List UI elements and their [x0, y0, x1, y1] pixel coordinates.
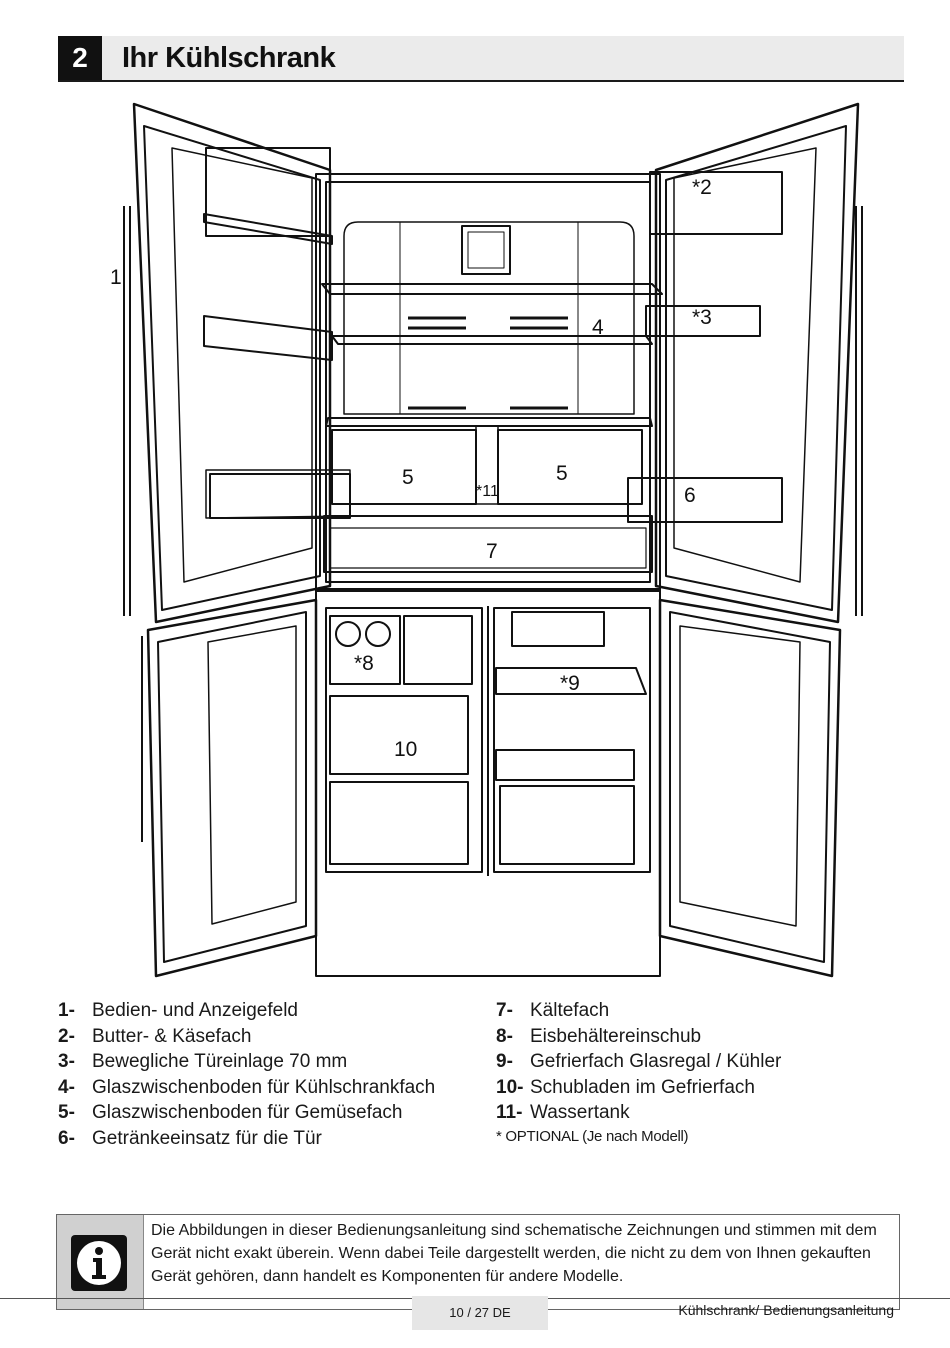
label-5-right: 5 — [556, 462, 568, 485]
legend-left: 1-Bedien- und Anzeigefeld 2-Butter- & Kä… — [58, 998, 468, 1152]
info-icon-cell — [57, 1215, 144, 1309]
left-upper-door — [123, 102, 351, 624]
cabinet — [315, 173, 663, 977]
fridge-diagram: 1 *2 *3 4 5 5 6 7 *8 *9 10 *11 — [100, 96, 880, 992]
label-3: *3 — [692, 306, 712, 329]
label-6: 6 — [684, 484, 696, 507]
legend-item: 10-Schubladen im Gefrierfach — [496, 1076, 755, 1098]
label-1: 1 — [110, 266, 122, 289]
legend-item: 7-Kältefach — [496, 1000, 610, 1021]
info-text: Die Abbildungen in dieser Bedienungsanle… — [151, 1222, 877, 1285]
right-upper-door — [627, 102, 863, 624]
legend-item: 2-Butter- & Käsefach — [58, 1025, 252, 1047]
label-8: *8 — [354, 652, 374, 675]
section-header: 2 Ihr Kühlschrank — [58, 36, 904, 82]
label-2: *2 — [692, 176, 712, 199]
legend-item: 8-Eisbehältereinschub — [496, 1025, 702, 1047]
legend-item: 1-Bedien- und Anzeigefeld — [58, 1000, 298, 1021]
legend-right: 7-Kältefach 8-Eisbehältereinschub 9-Gefr… — [496, 998, 896, 1148]
label-5-left: 5 — [402, 466, 414, 489]
legend-item: 11-Wassertank — [496, 1102, 630, 1124]
label-4: 4 — [592, 316, 604, 339]
info-notice: Die Abbildungen in dieser Bedienungsanle… — [56, 1214, 900, 1310]
label-7: 7 — [486, 540, 498, 563]
legend-item: 3-Bewegliche Türeinlage 70 mm — [58, 1051, 348, 1073]
optional-note: * OPTIONAL (Je nach Modell) — [496, 1127, 689, 1145]
label-10: 10 — [394, 738, 417, 761]
section-number: 2 — [58, 36, 102, 80]
document-title: Kühlschrank/ Bedienungsanleitung — [678, 1302, 894, 1318]
legend-item: 5-Glaszwischenboden für Gemüsefach — [58, 1102, 403, 1124]
legend-item: 6-Getränkeeinsatz für die Tür — [58, 1127, 322, 1149]
legend-item: 4-Glaszwischenboden für Kühlschrankfach — [58, 1076, 436, 1098]
label-9: *9 — [560, 672, 580, 695]
right-lower-door — [658, 598, 842, 978]
info-icon — [71, 1235, 127, 1291]
left-lower-door — [141, 598, 318, 978]
page-title: Ihr Kühlschrank — [122, 42, 336, 74]
page-number: 10 / 27 DE — [412, 1296, 548, 1330]
legend-item: 9-Gefrierfach Glasregal / Kühler — [496, 1051, 782, 1073]
label-11: *11 — [476, 483, 499, 500]
fridge-illustration: 1 *2 *3 4 5 5 6 7 *8 *9 10 *11 — [110, 102, 863, 978]
